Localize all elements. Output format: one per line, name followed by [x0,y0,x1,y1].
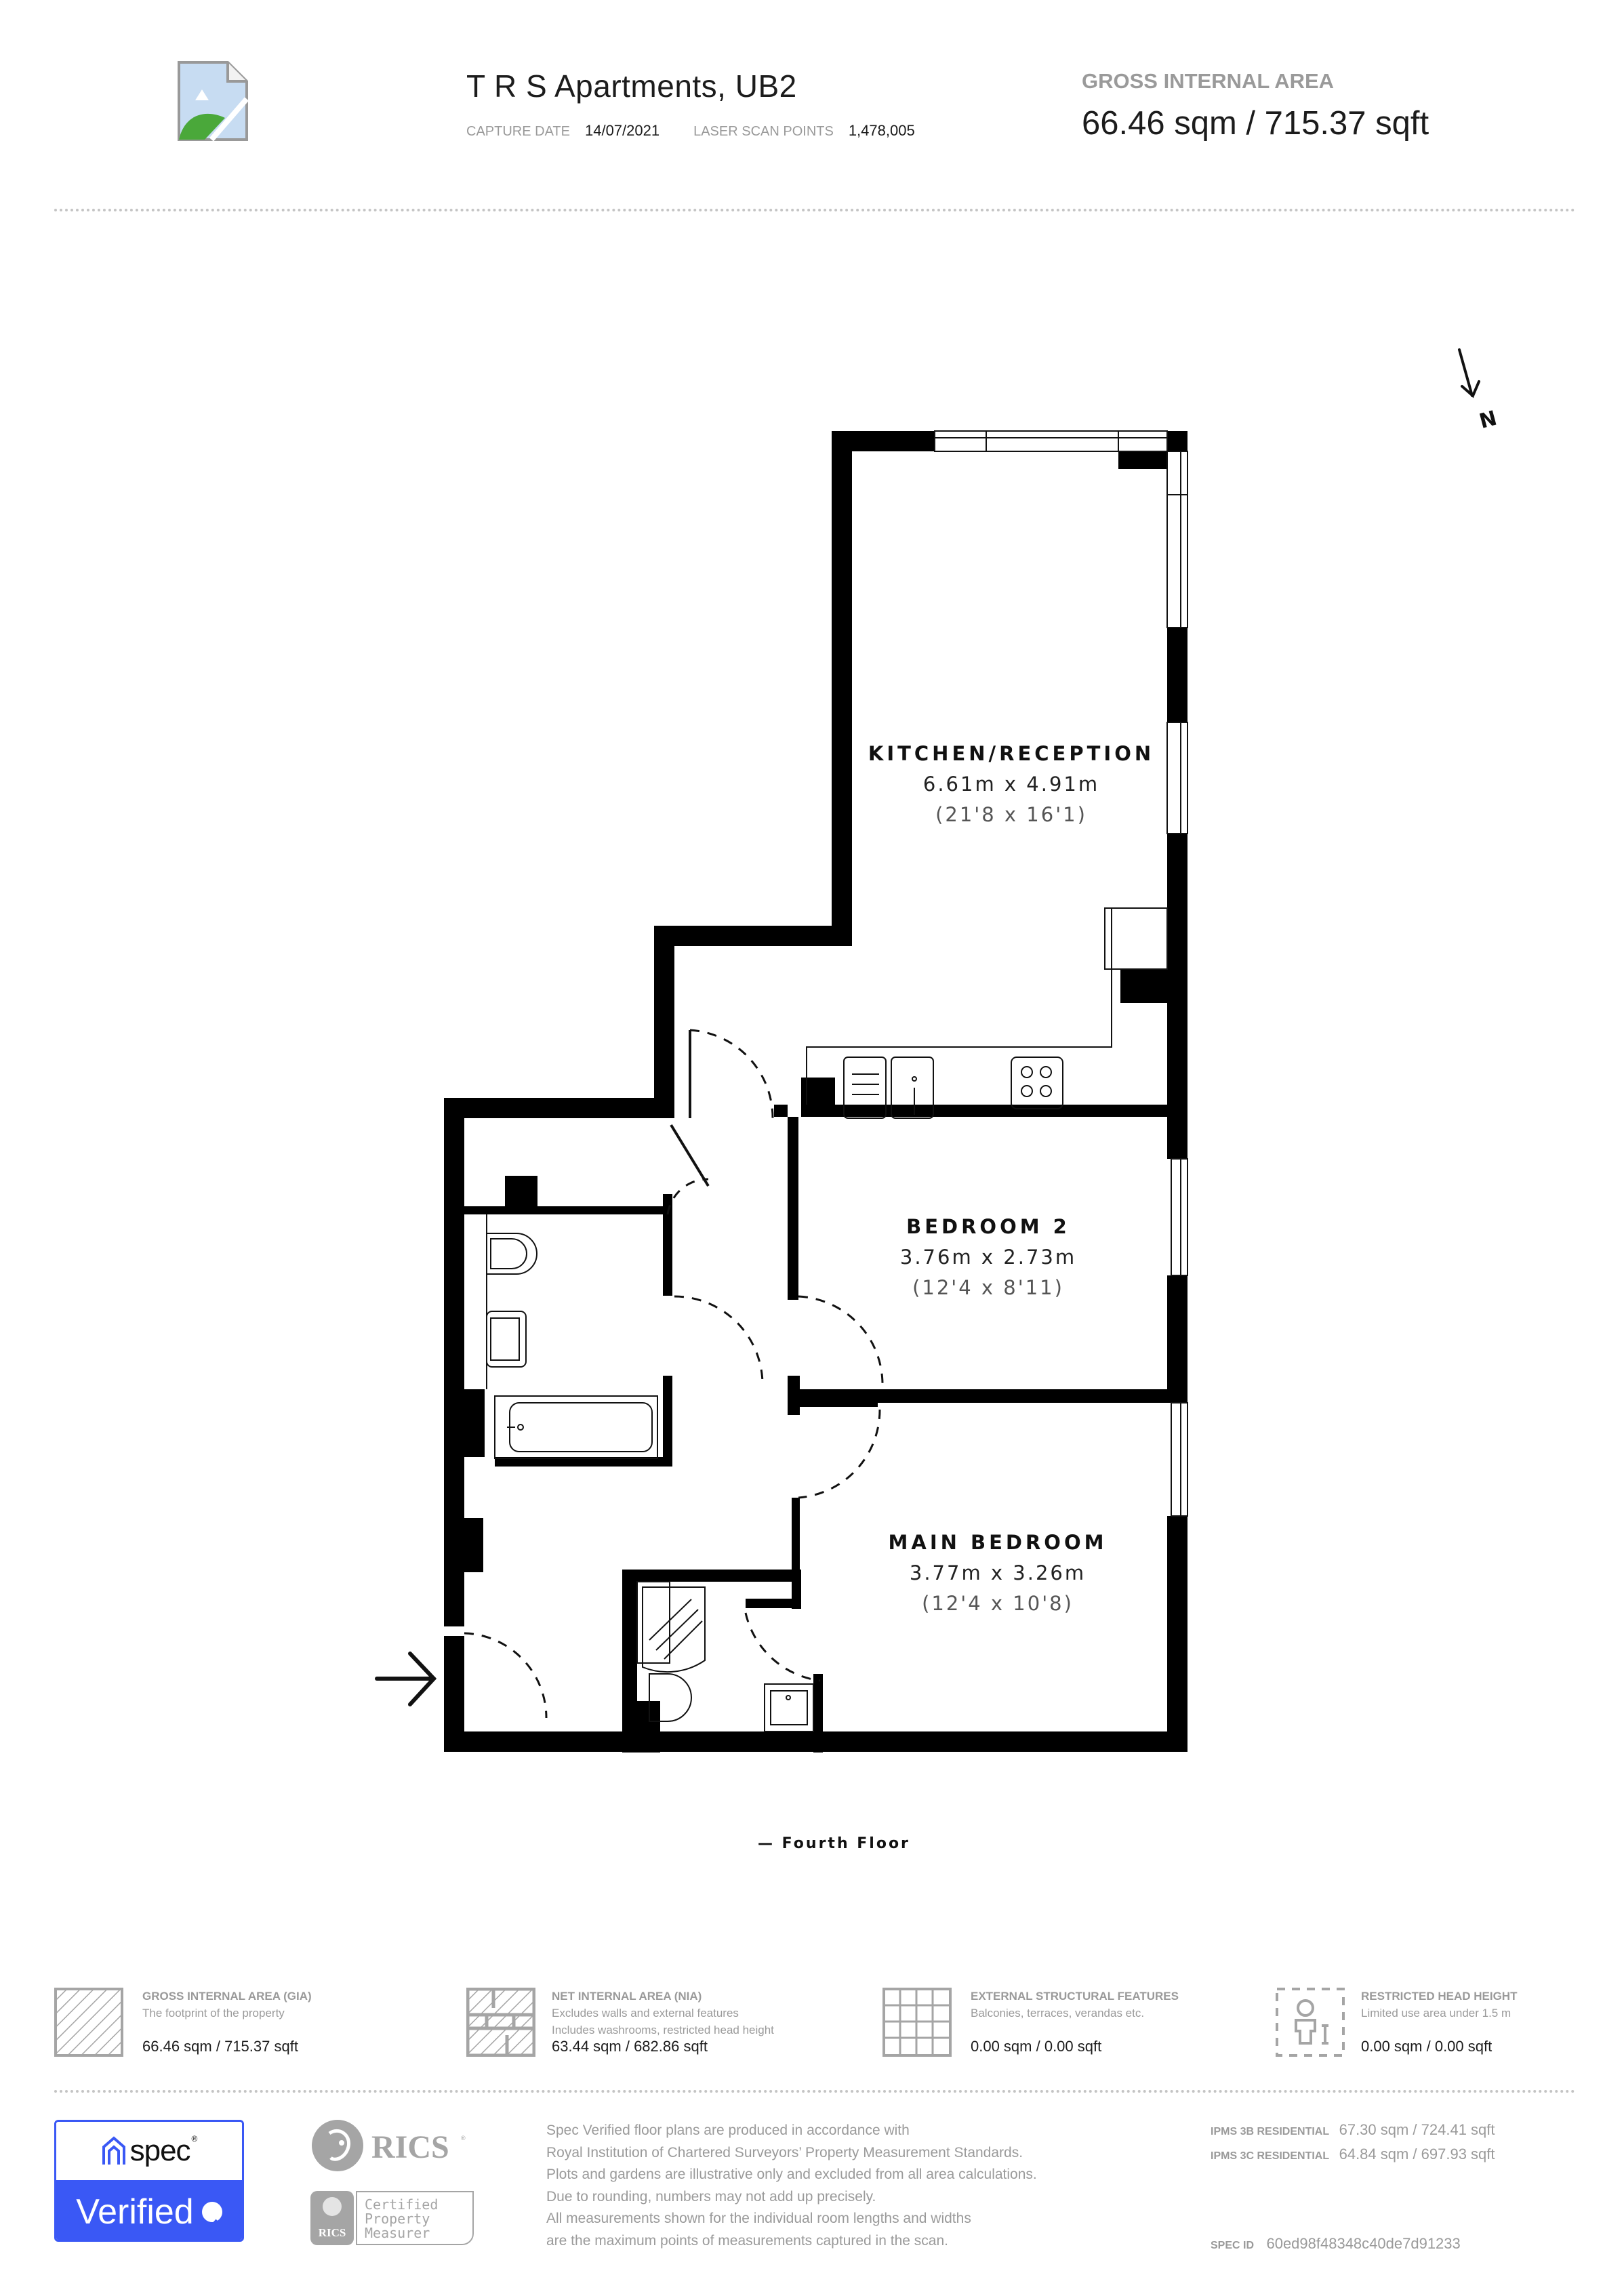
gia-hatch-icon [54,1988,123,2057]
legend-value: 66.46 sqm / 715.37 sqft [142,2038,298,2055]
check-circle-icon [201,2202,222,2229]
disclaimer: Spec Verified floor plans are produced i… [546,2123,1037,2249]
room-name: BEDROOM 2 [906,1215,1070,1238]
rics-logo: RICS ® RICS Certified Property Measurer [310,2120,480,2255]
spec-brand: spec® [129,2134,198,2167]
legend-title: EXTERNAL STRUCTURAL FEATURES [971,1990,1179,2003]
legend-desc: Includes washrooms, restricted head heig… [552,2024,774,2036]
room-metric: 3.76m x 2.73m [900,1246,1076,1269]
walls [444,431,1187,1752]
room-label-bedroom-2: BEDROOM 2 3.76m x 2.73m (12'4 x 8'11) [900,1215,1076,1299]
rics-lion-icon [312,2120,363,2171]
door-swings [464,1029,884,1719]
capture-date-label: CAPTURE DATE [466,124,570,139]
spec-verified-badge: spec® Verified [54,2120,244,2242]
svg-text:®: ® [461,2135,466,2141]
rics-name: RICS [371,2129,449,2165]
bathroom-fixtures [486,1214,814,1732]
entrance-arrow-icon [375,1652,437,1706]
room-imperial: (12'4 x 10'8) [922,1592,1074,1615]
person-height-icon [1276,1988,1345,2057]
footer-divider [54,2090,1576,2093]
floor-label: — Fourth Floor [758,1835,910,1852]
legend-value: 0.00 sqm / 0.00 sqft [971,2038,1102,2055]
legend-gia: GROSS INTERNAL AREA (GIA) The footprint … [54,1988,434,2062]
room-label-main-bedroom: MAIN BEDROOM 3.77m x 3.26m (12'4 x 10'8) [889,1531,1108,1615]
rics-cert-line-1: Certified [365,2196,438,2213]
nia-hatch-icon [466,1988,535,2057]
property-title: T R S Apartments, UB2 [466,68,797,104]
room-imperial: (21'8 x 16'1) [935,803,1087,826]
svg-text:RICS: RICS [319,2226,346,2239]
ipms-3b-value: 67.30 sqm / 724.41 sqft [1339,2121,1495,2138]
legend-value: 0.00 sqm / 0.00 sqft [1361,2038,1493,2055]
spec-id-value: 60ed98f48348c40de7d91233 [1266,2235,1461,2252]
ipms-3b: IPMS 3B RESIDENTIAL 67.30 sqm / 724.41 s… [1211,2121,1495,2139]
legend-nia: NET INTERNAL AREA (NIA) Excludes walls a… [466,1988,846,2062]
legend-restricted-head-height: RESTRICTED HEAD HEIGHT Limited use area … [1276,1988,1587,2062]
room-metric: 3.77m x 3.26m [910,1561,1086,1584]
legend-value: 63.44 sqm / 682.86 sqft [552,2038,708,2055]
room-imperial: (12'4 x 8'11) [912,1276,1064,1299]
room-name: KITCHEN/RECEPTION [868,742,1154,765]
spec-house-icon [102,2136,125,2165]
kitchen-fixtures [806,907,1168,1119]
legend-desc: Balconies, terraces, verandas etc. [971,2007,1145,2020]
gia-label: GROSS INTERNAL AREA [1082,69,1335,93]
legend-desc: Excludes walls and external features [552,2007,739,2020]
windows [934,430,1188,1517]
laser-scan-points-value: 1,478,005 [848,122,915,139]
north-label: N [1477,407,1499,434]
ipms-3b-label: IPMS 3B RESIDENTIAL [1211,2126,1330,2137]
room-label-kitchen-reception: KITCHEN/RECEPTION 6.61m x 4.91m (21'8 x … [868,742,1154,826]
room-metric: 6.61m x 4.91m [923,773,1099,796]
north-arrow-icon [1458,348,1480,398]
capture-date-value: 14/07/2021 [584,122,660,139]
gia-value: 66.46 sqm / 715.37 sqft [1082,105,1429,142]
legend-title: GROSS INTERNAL AREA (GIA) [142,1990,312,2003]
rics-cert-line-2: Property [365,2211,430,2227]
verified-label: Verified [76,2192,194,2232]
legend-desc: The footprint of the property [142,2007,285,2020]
legend-title: NET INTERNAL AREA (NIA) [552,1990,702,2003]
ipms-3c: IPMS 3C RESIDENTIAL 64.84 sqm / 697.93 s… [1211,2146,1495,2163]
door-leaves [670,1030,710,1187]
capture-meta: CAPTURE DATE 14/07/2021 LASER SCAN POINTS 1… [466,122,949,140]
ipms-3c-label: IPMS 3C RESIDENTIAL [1211,2150,1330,2162]
room-name: MAIN BEDROOM [889,1531,1108,1554]
legend-desc: Limited use area under 1.5 m [1361,2007,1511,2020]
spec-id: SPEC ID 60ed98f48348c40de7d91233 [1211,2235,1461,2253]
legend-title: RESTRICTED HEAD HEIGHT [1361,1990,1518,2003]
legend-external-features: EXTERNAL STRUCTURAL FEATURES Balconies, … [882,1988,1262,2062]
laser-scan-points-label: LASER SCAN POINTS [693,124,834,139]
spec-id-label: SPEC ID [1211,2240,1255,2251]
rics-cert-line-3: Measurer [365,2225,430,2241]
broken-image-icon [178,61,249,142]
ipms-3c-value: 64.84 sqm / 697.93 sqft [1339,2146,1495,2162]
grid-icon [882,1988,952,2057]
header-divider [54,209,1576,211]
